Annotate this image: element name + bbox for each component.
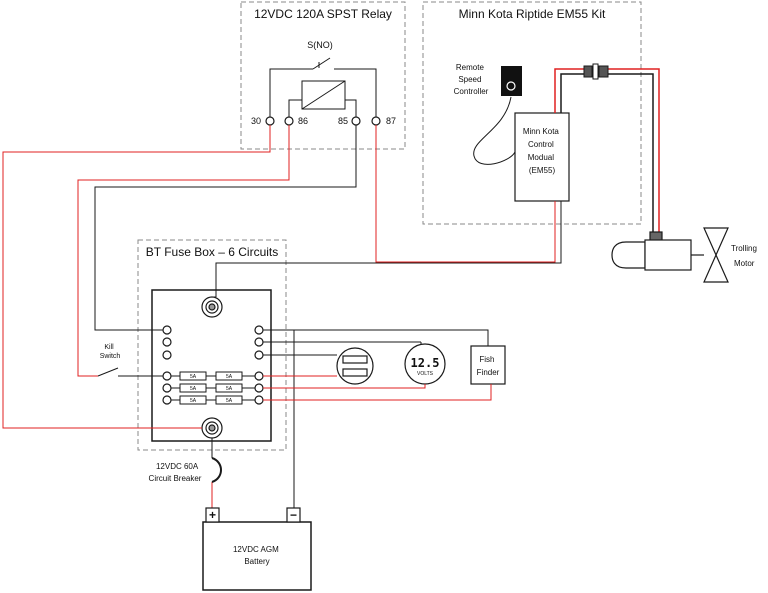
usb-outlet (336, 347, 374, 385)
relay-pin-87-label: 87 (386, 116, 396, 126)
negative-bus-wire (263, 329, 489, 346)
relay-pin-30 (265, 116, 275, 126)
relay-group-box (240, 1, 406, 150)
fuse-5-to-fish-finder (263, 384, 492, 401)
motor-leads (554, 68, 660, 232)
fuse-box-studs (201, 296, 223, 439)
fuse-4 (215, 383, 243, 393)
kit-title: Minn Kota Riptide EM55 Kit (459, 7, 606, 21)
kill-switch (97, 367, 163, 377)
remote-knob-icon (506, 81, 516, 91)
motor-label: Trolling Motor (731, 244, 759, 268)
black-wires (94, 125, 562, 508)
motor-housing (644, 239, 692, 271)
relay-pin-30-label: 30 (251, 116, 261, 126)
battery-negative-terminal (286, 507, 301, 523)
remote-label: Remote Speed Controller (454, 63, 489, 96)
relay-30-to-battery (2, 125, 271, 429)
remote-speed-controller (501, 66, 522, 96)
control-module-label: Minn Kota Control Modual (EM55) (523, 127, 561, 175)
relay-87-to-control-module (375, 125, 556, 263)
red-wires (2, 125, 556, 508)
motor-plug-connector (583, 63, 609, 80)
fuse-row-lines (171, 375, 255, 401)
fuses (179, 371, 243, 405)
motor-body (611, 241, 646, 269)
relay-switch-label: S(NO) (307, 40, 333, 50)
relay-terminals (265, 116, 381, 126)
fuse-6-rating: 5A (226, 398, 233, 404)
kit-group-box (422, 1, 642, 225)
fuse-3 (179, 383, 207, 393)
fusebox-title: BT Fuse Box – 6 Circuits (146, 245, 279, 259)
battery-label: 12VDC AGM Battery (233, 545, 281, 566)
relay-pin-85-label: 85 (338, 116, 348, 126)
fuse-5-rating: 5A (190, 398, 197, 404)
fuse-2-rating: 5A (226, 374, 233, 380)
battery-positive-terminal (205, 507, 220, 523)
voltmeter: 12.5 VOLTS (404, 343, 446, 385)
fuse-3-to-voltmeter (263, 384, 426, 389)
relay-pin-86 (284, 116, 294, 126)
relay-title: 12VDC 120A SPST Relay (254, 7, 392, 21)
fuse-5 (179, 395, 207, 405)
voltmeter-reading: 12.5 (411, 356, 440, 370)
battery (202, 521, 312, 591)
fuse-1-rating: 5A (190, 374, 197, 380)
fuse-ratings: 5A 5A 5A 5A 5A 5A (190, 374, 233, 404)
fuse-4-rating: 5A (226, 386, 233, 392)
fuse-6 (215, 395, 243, 405)
battery-plus-sign: + (209, 508, 216, 522)
relay-85-to-fusebox (94, 125, 357, 331)
fuse-2 (215, 371, 243, 381)
relay-86-to-kill-switch (77, 125, 290, 377)
relay-pin-86-label: 86 (298, 116, 308, 126)
relay-switch (269, 57, 377, 118)
relay-pin-85 (351, 116, 361, 126)
kill-switch-label: Kill Switch (100, 344, 121, 360)
battery-minus-sign: − (290, 508, 297, 522)
trolling-motor (611, 227, 729, 283)
breaker-label: 12VDC 60A Circuit Breaker (149, 462, 202, 483)
relay-pin-87 (371, 116, 381, 126)
propeller-icon (703, 227, 729, 283)
circuit-breaker-icon (211, 457, 222, 483)
fish-finder-label: Fish Finder (477, 355, 500, 377)
voltmeter-unit: VOLTS (417, 371, 434, 377)
control-module (514, 112, 570, 202)
fuse-1 (179, 371, 207, 381)
relay-coil (301, 80, 346, 110)
control-module-negative (215, 201, 562, 297)
remote-cable (473, 96, 516, 165)
fuse-3-rating: 5A (190, 386, 197, 392)
fish-finder (470, 345, 506, 385)
